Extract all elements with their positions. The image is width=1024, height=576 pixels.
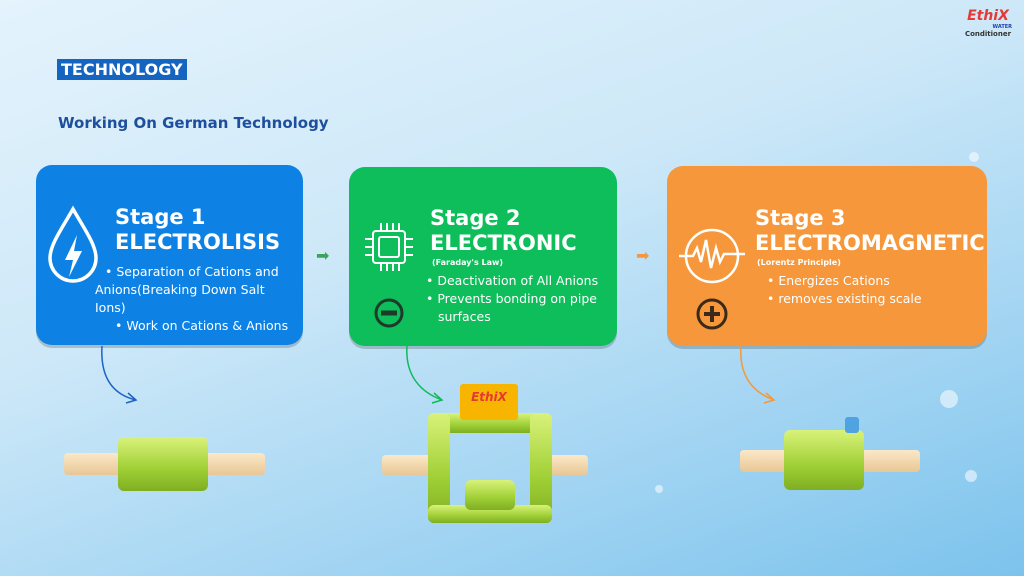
bullet: Energizes Cations: [767, 272, 967, 290]
stage-number: Stage 2: [430, 206, 521, 230]
stage-law: (Lorentz Principle): [757, 258, 841, 267]
stage-bullets: Deactivation of All Anions Prevents bond…: [426, 272, 611, 326]
section-tag: TECHNOLOGY: [57, 59, 187, 80]
device-logo-label: EthiX: [460, 384, 518, 420]
sound-wave-icon: [679, 228, 745, 284]
minus-circle-icon: [374, 298, 404, 328]
stage-bullets: Separation of Cations and Anions(Breakin…: [95, 263, 295, 335]
bullet: Separation of Cations and Anions(Breakin…: [95, 263, 295, 317]
bullet: Prevents bonding on pipe surfaces: [426, 290, 611, 326]
bubble: [940, 390, 958, 408]
right-arrow-icon: ➡: [636, 246, 650, 265]
page-subtitle: Working On German Technology: [58, 114, 329, 132]
water-drop-lightning-icon: [48, 205, 98, 283]
plus-circle-icon: [696, 298, 728, 330]
stage-law: (Faraday's Law): [432, 258, 504, 267]
brand-logo: EthiX WATER Conditioner: [964, 8, 1012, 38]
bullet: Work on Cations & Anions: [105, 317, 295, 335]
stage-name: ELECTRONIC: [430, 231, 577, 255]
bubble: [965, 470, 977, 482]
bubble: [969, 152, 979, 162]
stage-name: ELECTROMAGNETIC: [755, 231, 985, 255]
stage-name: ELECTROLISIS: [115, 230, 281, 254]
bullet: Deactivation of All Anions: [426, 272, 611, 290]
bubble: [655, 485, 663, 493]
bullet: removes existing scale: [767, 290, 967, 308]
stage-bullets: Energizes Cations removes existing scale: [767, 272, 967, 308]
stage-number: Stage 3: [755, 206, 846, 230]
right-arrow-icon: ➡: [316, 246, 330, 265]
stage-number: Stage 1: [115, 205, 206, 229]
logo-brand: EthiX: [967, 8, 1009, 24]
microchip-icon: [365, 223, 413, 271]
logo-tag: Conditioner: [964, 30, 1012, 38]
logo-sub: WATER: [992, 24, 1012, 30]
